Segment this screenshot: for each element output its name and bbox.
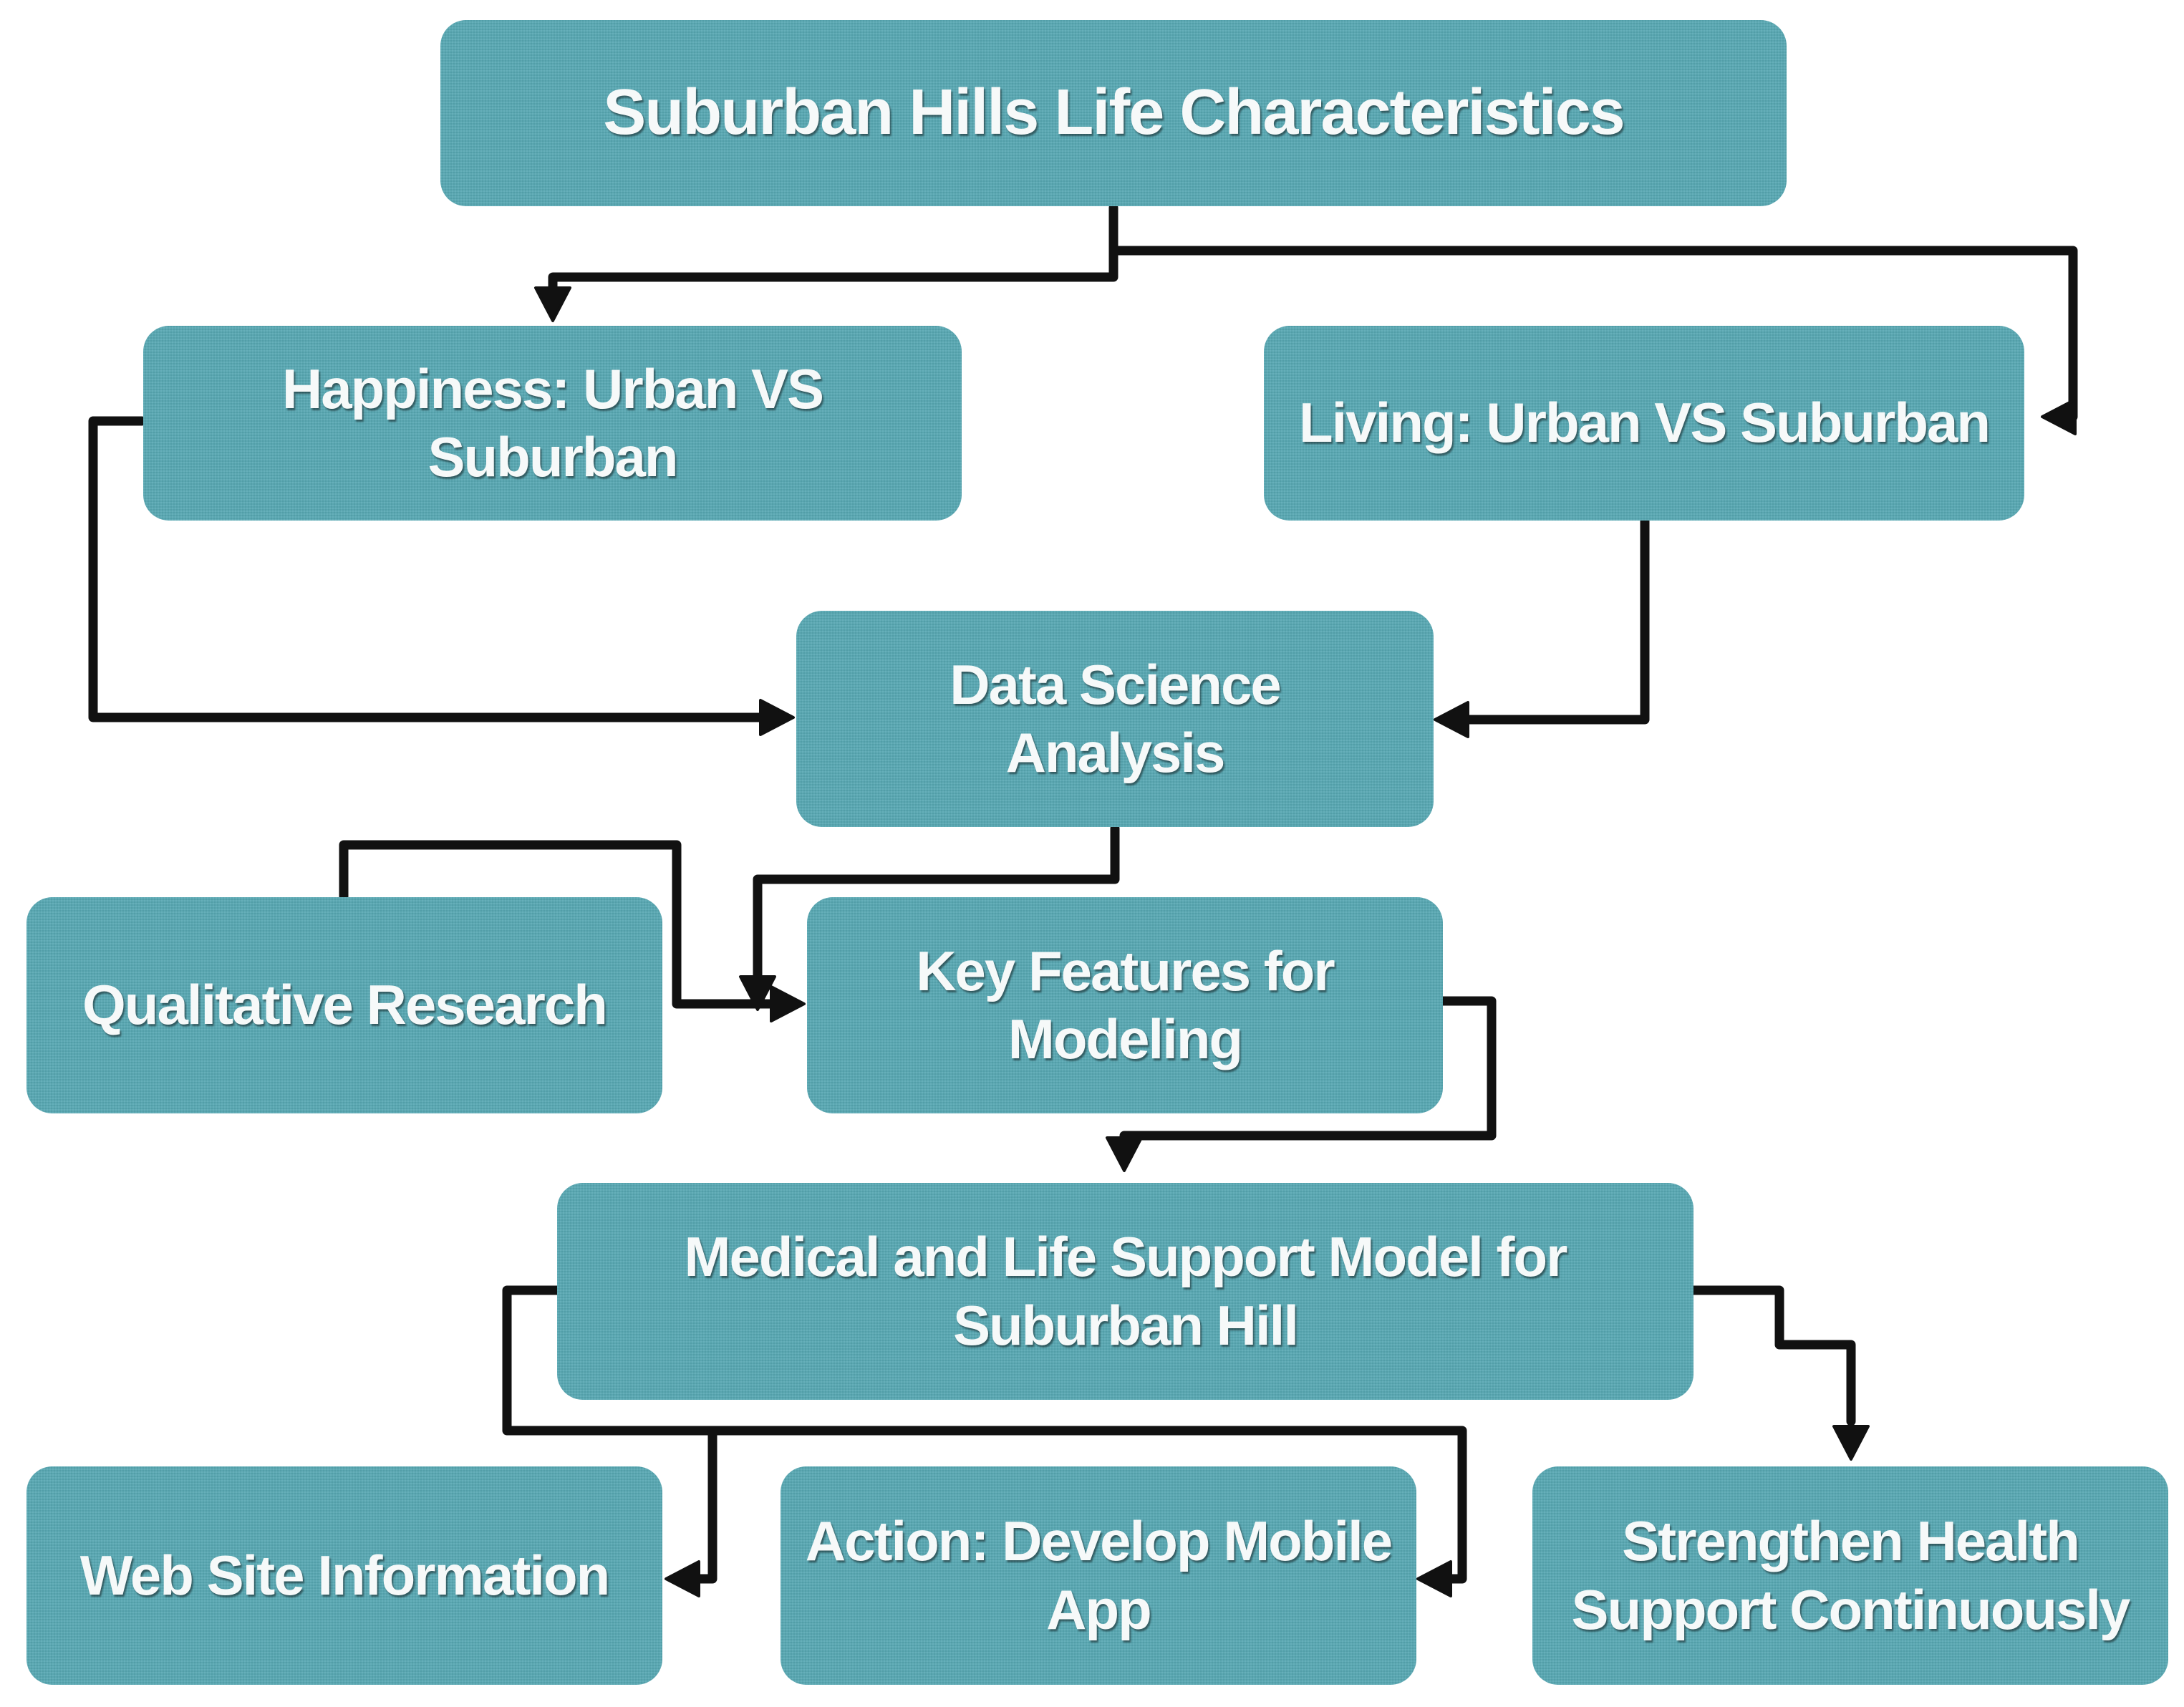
arrowhead-icon	[1416, 1560, 1452, 1597]
connector-happiness-to-data-science	[88, 416, 795, 736]
arrowhead-icon	[1106, 1136, 1143, 1172]
node-qualitative: Qualitative Research	[26, 897, 662, 1113]
node-health-support: Strengthen Health Support Continuously	[1532, 1466, 2168, 1685]
connector-data-science-to-key-features-line	[753, 823, 1120, 986]
node-key-features: Key Features for Modeling	[807, 897, 1443, 1113]
node-happiness: Happiness: Urban VS Suburban	[143, 326, 962, 521]
connector-title-to-living	[1108, 246, 2078, 435]
node-title: Suburban Hills Life Characteristics	[440, 20, 1787, 206]
node-living: Living: Urban VS Suburban	[1264, 326, 2024, 521]
connector-medical-model-to-web-site-line	[502, 1285, 717, 1584]
arrowhead-icon	[759, 699, 795, 736]
node-web-site: Web Site Information	[26, 1466, 662, 1685]
connector-living-to-data-science	[1434, 516, 1650, 738]
arrowhead-icon	[2041, 398, 2077, 435]
arrowhead-icon	[665, 1560, 700, 1597]
connector-medical-model-to-mobile-app-line	[707, 1426, 1467, 1584]
connector-medical-model-to-health-support-line	[1688, 1285, 1856, 1426]
connector-data-science-to-key-features	[739, 823, 1120, 1011]
connector-living-to-data-science-line	[1463, 516, 1650, 725]
connector-medical-model-to-mobile-app	[707, 1426, 1467, 1597]
connector-title-to-happiness	[534, 203, 1118, 322]
connector-qualitative-to-key-features-line	[339, 840, 775, 1009]
connector-key-features-to-medical-model	[1106, 996, 1497, 1172]
connector-medical-model-to-web-site	[502, 1285, 717, 1597]
node-data-science: Data Science Analysis	[796, 611, 1434, 827]
connector-happiness-to-data-science-line	[88, 416, 764, 722]
arrowhead-icon	[1434, 701, 1469, 738]
connector-medical-model-to-health-support	[1688, 1285, 1870, 1461]
arrowhead-icon	[770, 985, 806, 1022]
connector-title-to-happiness-line	[548, 203, 1118, 300]
connector-title-to-living-line	[1108, 246, 2078, 422]
arrowhead-icon	[739, 975, 776, 1011]
node-mobile-app: Action: Develop Mobile App	[781, 1466, 1416, 1685]
node-medical-model: Medical and Life Support Model for Subur…	[557, 1183, 1693, 1400]
arrowhead-icon	[534, 286, 571, 322]
connector-qualitative-to-key-features	[339, 840, 806, 1022]
arrowhead-icon	[1832, 1425, 1870, 1461]
